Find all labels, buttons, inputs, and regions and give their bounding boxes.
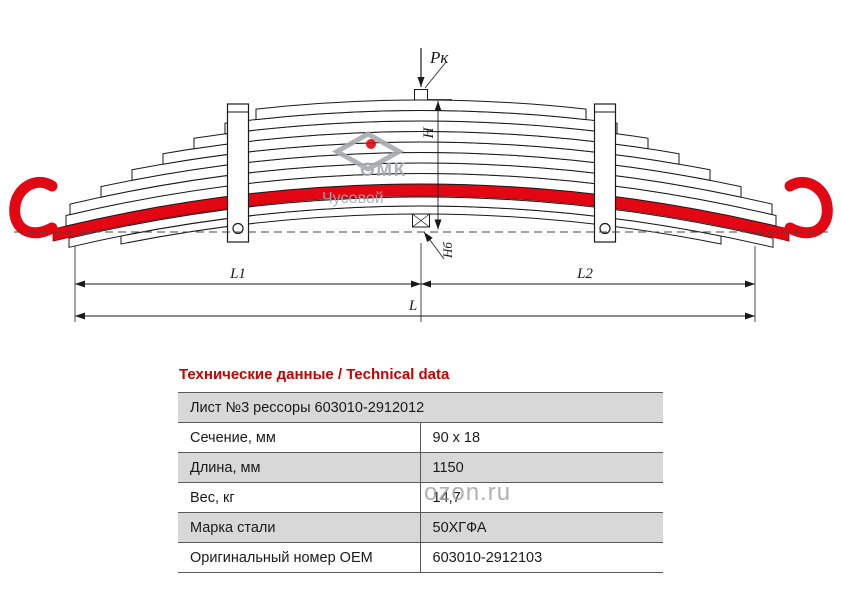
leaf-spring-drawing: ОМК Чусовой Pк H Hб L1 L2 L [9, 48, 833, 322]
l-label: L [408, 298, 417, 314]
clamp-left-bolt [232, 222, 244, 235]
leaf-1 [255, 99, 587, 121]
base-height-label: Hб [440, 242, 455, 259]
dimension-annotations [14, 48, 828, 322]
force-label: Pк [429, 48, 449, 67]
technical-data-block: Технические данные / Technical data Лист… [178, 366, 664, 573]
spec-label-cell: Длина, мм [178, 452, 420, 483]
part-header-cell: Лист №3 рессоры 603010-2912012 [178, 392, 663, 423]
l1-label: L1 [229, 266, 246, 282]
table-title: Технические данные / Technical data [179, 366, 450, 383]
spec-value-cell: 1150 [419, 452, 663, 483]
force-leader-line [424, 61, 447, 89]
table-row: Сечение, мм 90 x 18 [178, 422, 663, 453]
clamp-left-body [226, 103, 250, 243]
omk-diamond-icon [331, 131, 405, 172]
l2-label: L2 [576, 266, 593, 282]
clamp-right [593, 103, 617, 243]
clamp-right-body [593, 103, 617, 243]
spec-value-cell: 50ХГФА [419, 512, 663, 543]
specs-table: Лист №3 рессоры 603010-2912012 Сечение, … [178, 392, 663, 573]
spec-value-cell: 603010-2912103 [419, 542, 663, 573]
omk-red-dot-icon [366, 139, 376, 149]
omk-logo: ОМК Чусовой [322, 131, 407, 207]
table-row: Вес, кг 14,7 [178, 482, 663, 513]
ozon-watermark: ozon.ru [424, 479, 512, 506]
center-bolt-head [414, 89, 428, 101]
omk-brand-label: ОМК [360, 160, 407, 181]
leaf-spring-svg: ОМК Чусовой Pк H Hб L1 L2 L [9, 48, 833, 322]
leaf-curl-left [9, 176, 58, 239]
center-bolt [412, 89, 430, 228]
clamp-left [226, 103, 250, 243]
table-row: Лист №3 рессоры 603010-2912012 [178, 392, 663, 423]
spec-label-cell: Сечение, мм [178, 422, 420, 453]
spec-label-cell: Вес, кг [178, 482, 420, 513]
table-row: Длина, мм 1150 [178, 452, 663, 483]
leaf-curl-right [784, 176, 833, 239]
table-row: Оригинальный номер OEM 603010-2912103 [178, 542, 663, 573]
nut-cross-2 [412, 213, 430, 228]
clamp-right-bolt [599, 222, 611, 235]
hb-leader-line [423, 231, 445, 260]
spec-value-cell: 90 x 18 [419, 422, 663, 453]
table-row: Марка стали 50ХГФА [178, 512, 663, 543]
dimension-labels: Pк H Hб L1 L2 L [229, 48, 593, 314]
spec-value-cell: 14,7 [419, 482, 663, 513]
height-label: H [421, 126, 437, 139]
spec-label-cell: Оригинальный номер OEM [178, 542, 420, 573]
omk-city-label: Чусовой [322, 190, 384, 207]
spec-label-cell: Марка стали [178, 512, 420, 543]
